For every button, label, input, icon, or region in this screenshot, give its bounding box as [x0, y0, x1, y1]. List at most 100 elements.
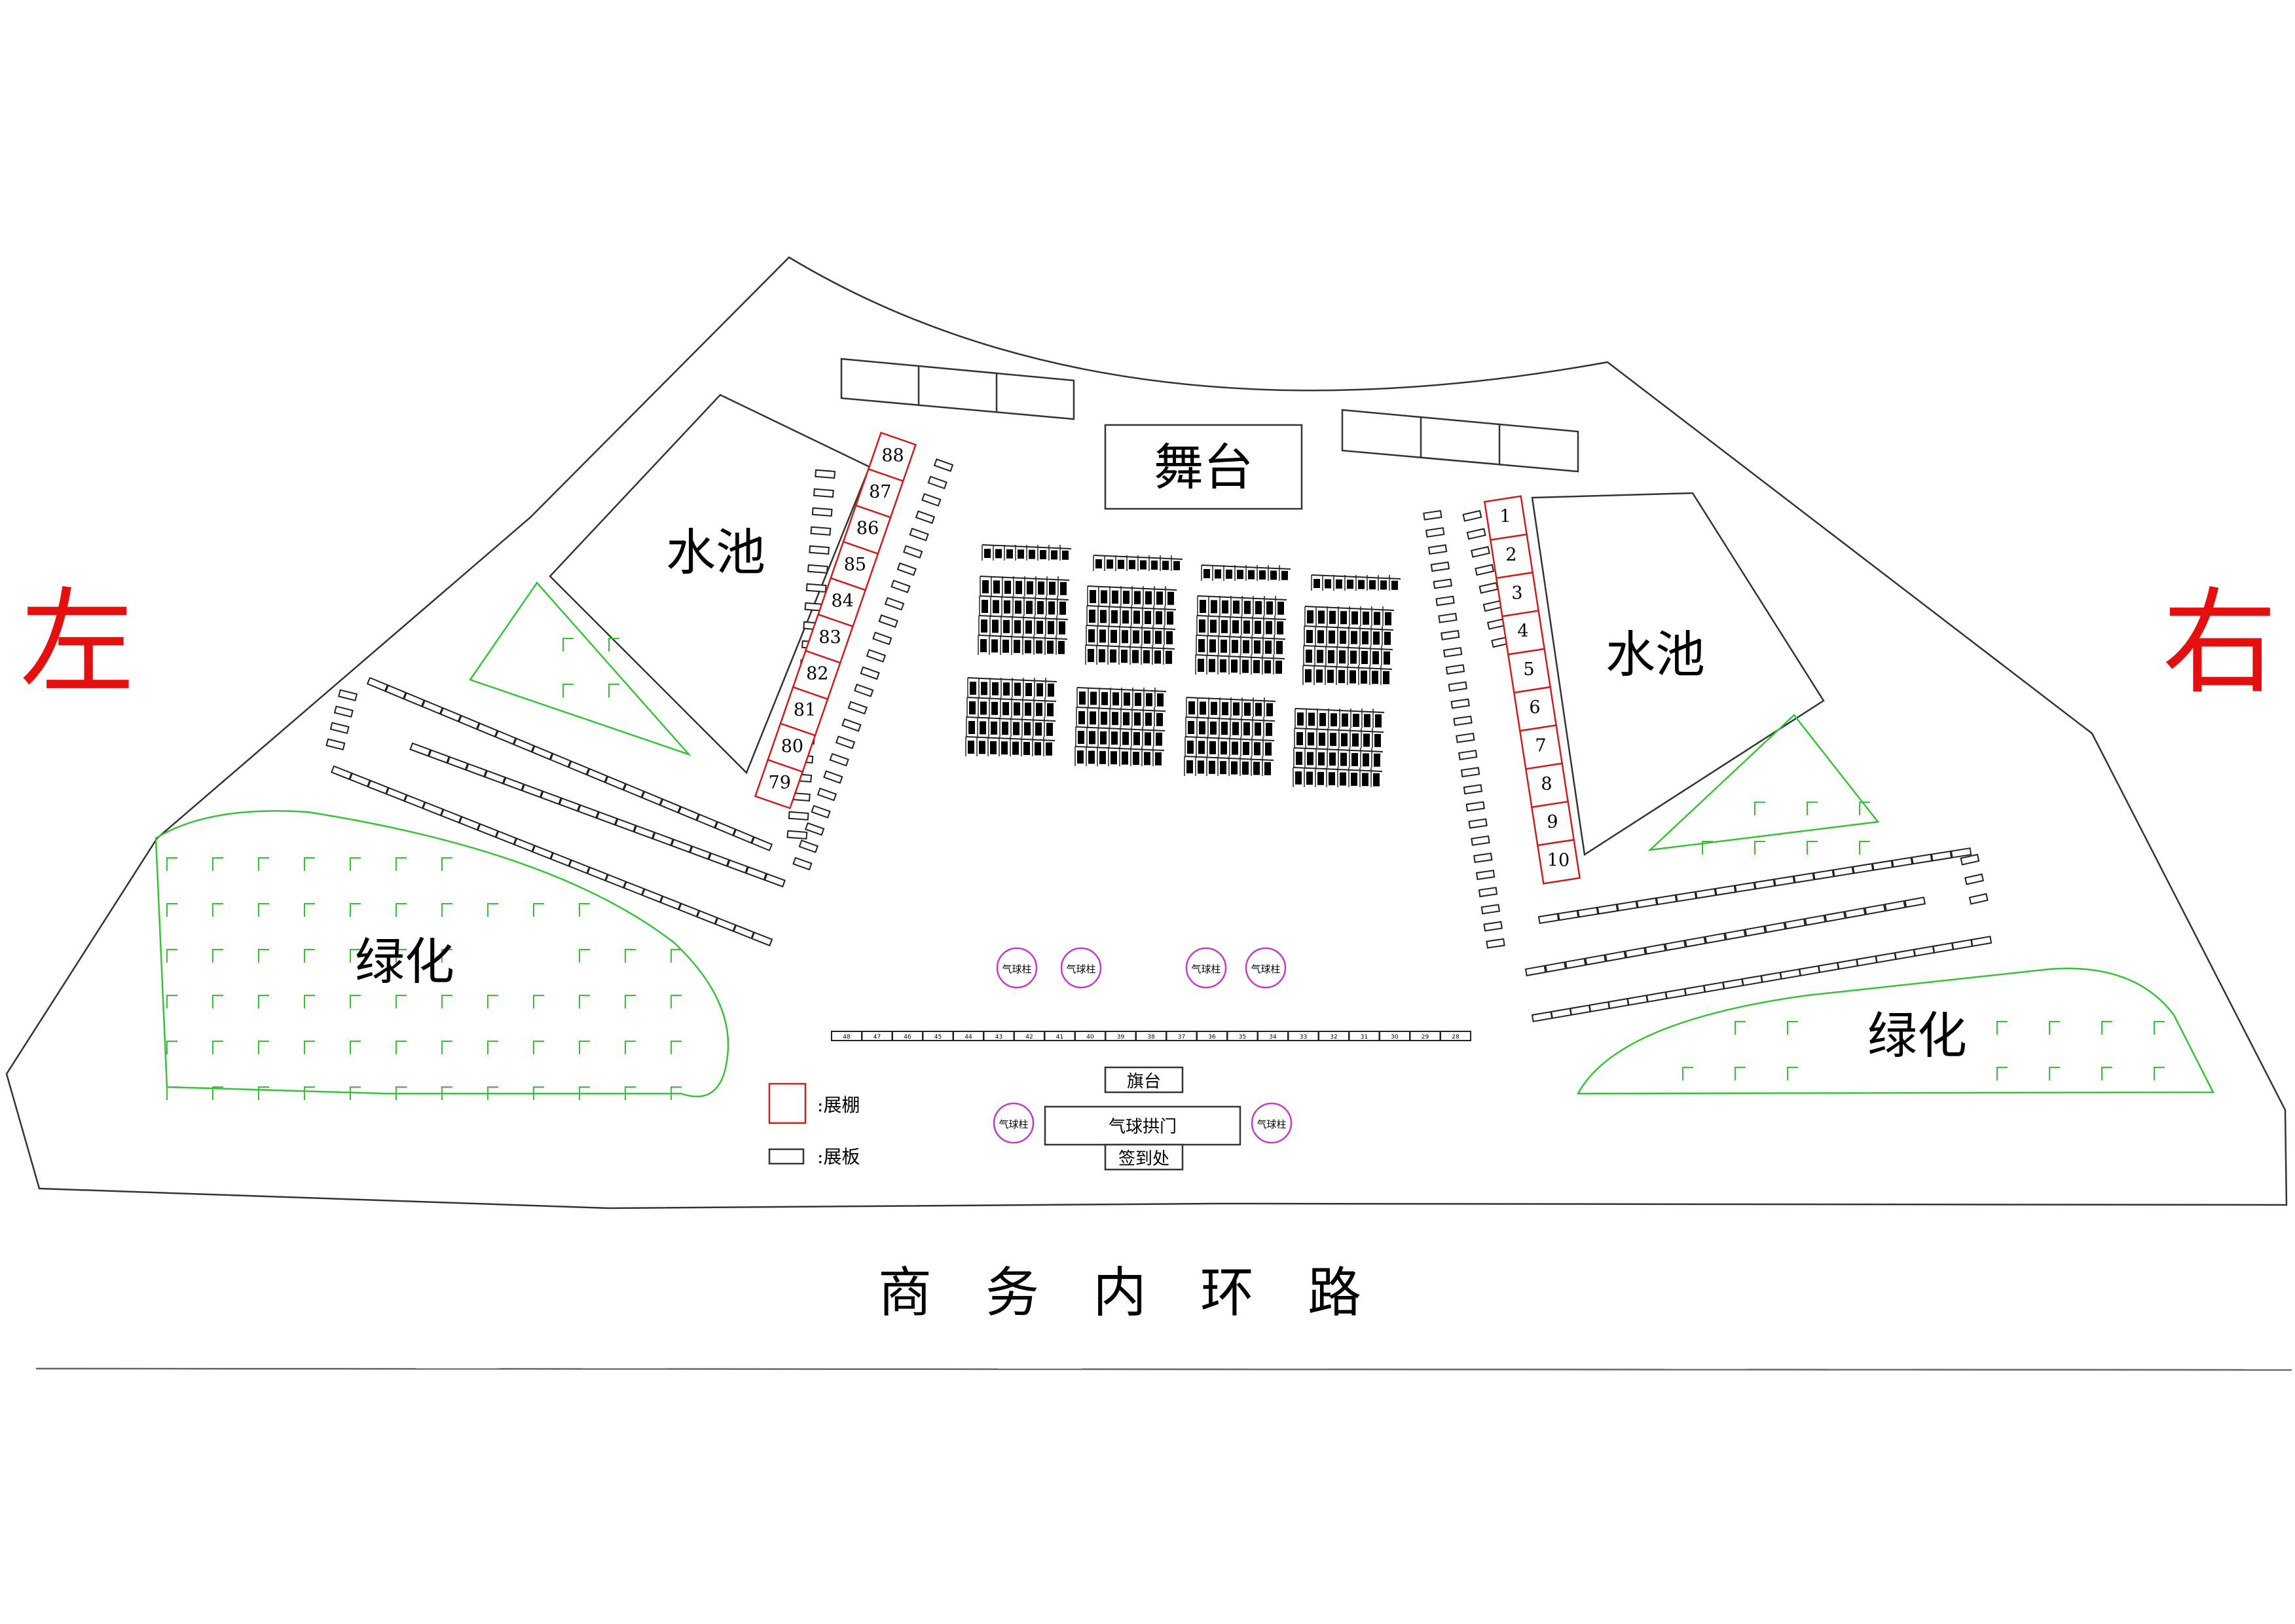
display-board — [641, 888, 663, 903]
grass-mark — [579, 995, 590, 1008]
seat — [1295, 771, 1302, 784]
right-side-label: 右 — [2163, 577, 2277, 710]
pillar-label: 气球柱 — [1191, 963, 1221, 975]
seat — [1048, 601, 1055, 615]
board-number: 29 — [1422, 1034, 1429, 1041]
display-board — [550, 852, 572, 867]
booth-88: 88 — [867, 432, 917, 483]
seat — [1265, 742, 1272, 756]
seat — [1078, 711, 1085, 724]
seat — [1210, 619, 1217, 633]
display-board — [1466, 528, 1486, 540]
booth-5: 5 — [1507, 648, 1552, 694]
booth-81: 81 — [779, 686, 829, 737]
seat — [1062, 550, 1069, 560]
seat — [1270, 570, 1277, 580]
seat — [1242, 762, 1249, 775]
grass-mark — [625, 949, 636, 963]
seat — [1244, 703, 1251, 716]
booth-1: 1 — [1483, 495, 1528, 541]
seat — [1264, 762, 1271, 775]
seat — [981, 619, 987, 633]
seat — [980, 701, 987, 715]
booth-number: 80 — [781, 737, 803, 757]
seat — [1199, 721, 1205, 735]
display-board — [1714, 885, 1736, 896]
display-board — [813, 488, 834, 498]
display-board — [750, 836, 773, 852]
display-board — [1773, 876, 1795, 887]
seating-block — [982, 544, 1072, 561]
seat — [1112, 712, 1118, 726]
grass-mark — [350, 949, 361, 963]
display-board — [670, 838, 693, 853]
seat — [992, 619, 999, 633]
seat — [1281, 570, 1288, 580]
booth-8: 8 — [1524, 762, 1570, 809]
seat — [970, 682, 976, 695]
seat — [1047, 703, 1054, 716]
seat — [1051, 550, 1057, 560]
grass-mark — [395, 857, 407, 871]
left-side-label: 左 — [20, 577, 135, 710]
board-number: 30 — [1391, 1034, 1399, 1041]
seat — [1134, 591, 1141, 604]
seat — [1231, 761, 1238, 775]
seat — [1316, 669, 1323, 683]
booth-number: 1 — [1499, 507, 1511, 527]
grass-mark — [1807, 802, 1818, 815]
seat — [1188, 701, 1195, 714]
seat — [1384, 651, 1390, 665]
grass-mark — [166, 949, 177, 963]
display-board — [1577, 906, 1599, 918]
board-48: 48 — [831, 1031, 862, 1041]
seat — [1059, 621, 1065, 635]
seat — [1266, 722, 1272, 736]
display-board — [385, 786, 408, 802]
board-number: 34 — [1269, 1034, 1277, 1041]
seat — [1226, 569, 1232, 579]
display-board — [1625, 947, 1646, 959]
balloon-arch-box — [1044, 1105, 1241, 1146]
seat — [1362, 773, 1368, 786]
display-board — [1482, 600, 1503, 612]
display-board — [652, 832, 674, 847]
display-board — [540, 790, 562, 805]
seat — [1243, 742, 1249, 755]
legend-booth-label: :展棚 — [817, 1094, 860, 1116]
grass-mark — [487, 903, 498, 917]
display-board — [384, 684, 407, 700]
booth-number: 4 — [1517, 621, 1528, 642]
seat — [1199, 619, 1205, 633]
seat — [1233, 600, 1239, 614]
grass-mark — [533, 1041, 544, 1054]
seat — [1351, 611, 1358, 625]
display-board — [604, 874, 627, 889]
booth-number: 5 — [1523, 659, 1534, 680]
seat — [1037, 621, 1043, 634]
booth-87: 87 — [854, 468, 904, 519]
seating-block — [1293, 708, 1385, 787]
seat — [1362, 631, 1368, 644]
balloon-pillar: 气球柱 — [993, 1102, 1035, 1144]
grass-mark — [1996, 1067, 2008, 1080]
grass-mark — [1859, 802, 1870, 815]
grass-mark — [670, 949, 682, 963]
seat — [1243, 620, 1250, 634]
board-41: 41 — [1044, 1031, 1076, 1041]
seat — [1369, 580, 1376, 589]
seat — [1308, 732, 1314, 746]
seat — [1232, 722, 1239, 735]
board-number: 33 — [1300, 1034, 1307, 1041]
display-board — [726, 859, 748, 874]
seat — [1307, 752, 1313, 766]
green-area-small-left — [469, 581, 692, 756]
seat — [1336, 579, 1342, 589]
seat — [1014, 702, 1020, 716]
seat — [1090, 590, 1096, 603]
grass-mark — [304, 949, 315, 963]
seat — [1151, 561, 1158, 570]
grass-mark — [166, 1086, 177, 1100]
seat — [1013, 722, 1019, 735]
display-board — [1753, 878, 1776, 890]
